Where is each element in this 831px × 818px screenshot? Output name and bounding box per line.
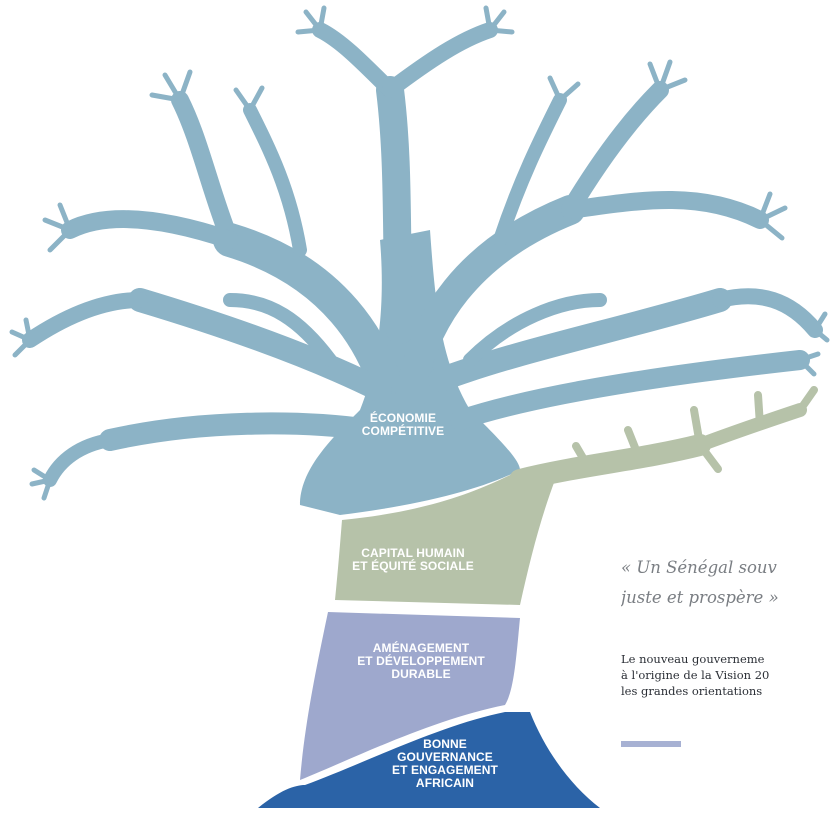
- branch-capital: [335, 386, 818, 605]
- canopy-economie: [9, 5, 830, 515]
- description-text: Le nouveau gouverneme à l'origine de la …: [621, 652, 770, 698]
- label-economie-competitive: ÉCONOMIE COMPÉTITIVE: [361, 411, 445, 438]
- label-bonne-gouvernance: BONNE GOUVERNANCE ET ENGAGEMENT AFRICAIN: [392, 737, 498, 790]
- label-amenagement: AMÉNAGEMENT ET DÉVELOPPEMENT DURABLE: [357, 641, 485, 681]
- band-amenagement: [300, 612, 520, 780]
- accent-divider: [621, 741, 681, 747]
- label-capital-humain: CAPITAL HUMAIN ET ÉQUITÉ SOCIALE: [352, 546, 474, 573]
- vision-quote: « Un Sénégal souv juste et prospère »: [621, 558, 779, 607]
- band-gouvernance: [258, 712, 600, 808]
